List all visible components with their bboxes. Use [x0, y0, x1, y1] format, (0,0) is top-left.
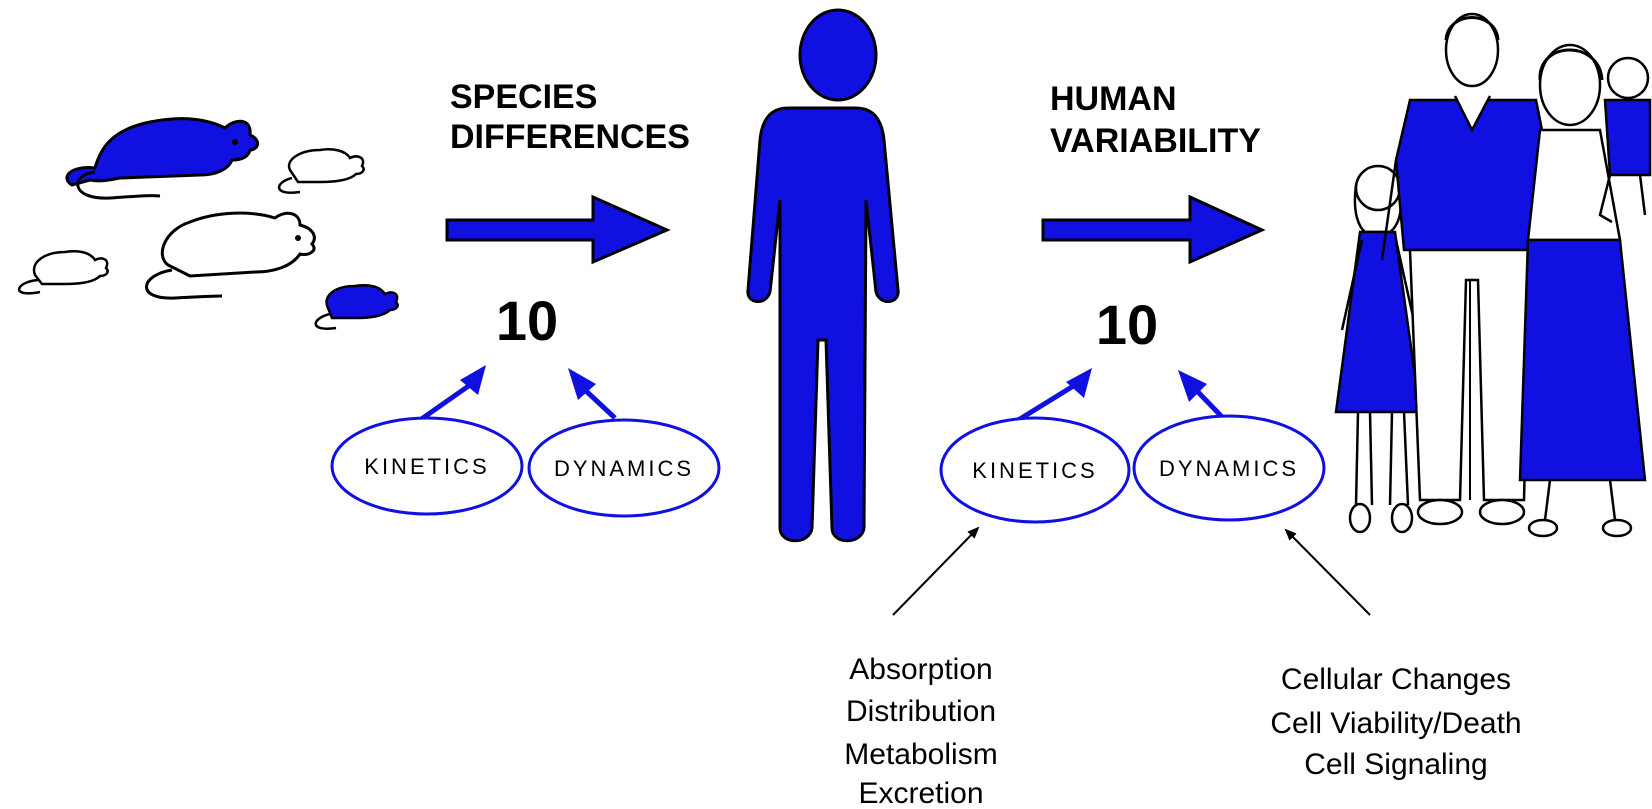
kinetics-details-list: Absorption Distribution Metabolism Excre… — [844, 653, 997, 809]
rat-icon — [67, 119, 258, 198]
family-icon — [1336, 14, 1650, 536]
mouse-body — [289, 149, 364, 182]
person-icon — [748, 10, 898, 541]
mouse-tail — [19, 280, 40, 293]
person-head — [800, 10, 876, 100]
mouse-icon — [279, 149, 364, 192]
person-body — [748, 108, 898, 541]
detail-metabolism: Metabolism — [844, 738, 997, 771]
detail-distribution: Distribution — [846, 695, 996, 728]
rat-eye — [295, 235, 301, 241]
detail-cell-signaling: Cell Signaling — [1304, 748, 1487, 781]
mouse-body — [34, 251, 108, 284]
variability-factor: 10 — [1096, 293, 1158, 356]
rat-icon — [146, 213, 314, 298]
species-factor: 10 — [496, 289, 558, 352]
dynamics-detail-pointer — [1286, 530, 1370, 615]
rat-body — [162, 213, 314, 276]
detail-excretion: Excretion — [858, 777, 983, 809]
kinetics-label: KINETICS — [364, 454, 489, 479]
kinetics-to-factor-arrow — [1015, 368, 1092, 422]
mouse-icon — [316, 285, 398, 328]
human-heading-line2: VARIABILITY — [1050, 122, 1261, 160]
dynamics-to-factor-arrow — [568, 368, 615, 418]
rodent-group — [19, 119, 398, 329]
kinetics-label: KINETICS — [972, 458, 1097, 483]
kinetics-to-factor-arrow — [420, 365, 486, 420]
rat-body — [67, 119, 258, 185]
rat-eye — [232, 139, 238, 145]
mouse-icon — [19, 251, 108, 293]
detail-absorption: Absorption — [849, 653, 992, 686]
species-arrow — [447, 197, 667, 262]
human-heading-line1: HUMAN — [1050, 80, 1177, 118]
species-heading-line2: DIFFERENCES — [450, 118, 690, 156]
detail-cell-viability: Cell Viability/Death — [1270, 707, 1521, 740]
species-heading-line1: SPECIES — [450, 78, 597, 116]
dynamics-label: DYNAMICS — [554, 456, 694, 481]
mouse-body — [327, 285, 398, 318]
dynamics-label: DYNAMICS — [1159, 456, 1299, 481]
detail-cellular-changes: Cellular Changes — [1281, 663, 1511, 696]
dynamics-to-factor-arrow — [1178, 370, 1225, 420]
kinetics-detail-pointer — [893, 528, 978, 615]
dynamics-details-list: Cellular Changes Cell Viability/Death Ce… — [1270, 663, 1521, 781]
variability-arrow — [1043, 197, 1262, 262]
